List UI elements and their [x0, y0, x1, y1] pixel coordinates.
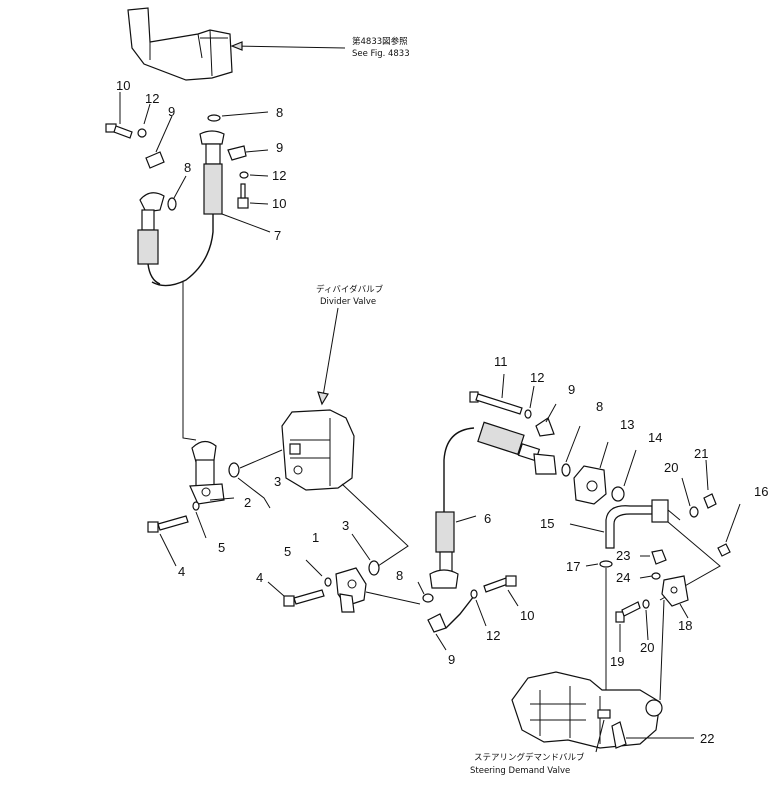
- callout-12: 12: [272, 168, 286, 183]
- callout-8: 8: [396, 568, 403, 583]
- o-ring: [611, 486, 625, 502]
- flange-elbow-1: [335, 567, 367, 613]
- bracket-18: [661, 575, 689, 607]
- flange-elbow-2: [189, 440, 225, 505]
- callout-22: 22: [700, 731, 714, 746]
- o-ring: [422, 593, 434, 603]
- o-ring: [561, 463, 571, 477]
- bracket-assembly: [127, 7, 233, 81]
- hose-upper-right: [477, 421, 557, 475]
- o-ring: [167, 197, 177, 211]
- callout-4: 4: [256, 570, 263, 585]
- callout-18: 18: [678, 618, 692, 633]
- washer: [470, 589, 478, 599]
- callout-9: 9: [168, 104, 175, 119]
- callout-12: 12: [145, 91, 159, 106]
- o-ring: [368, 560, 380, 576]
- hose-end-left: [137, 192, 165, 285]
- divider-valve: [281, 409, 355, 491]
- callout-20: 20: [664, 460, 678, 475]
- clamp-22: [611, 721, 627, 749]
- callout-20: 20: [640, 640, 654, 655]
- callout-4: 4: [178, 564, 185, 579]
- pipe-15: [605, 499, 681, 549]
- o-ring: [599, 560, 613, 568]
- bolt: [615, 601, 641, 623]
- callout-16: 16: [754, 484, 768, 499]
- washer: [239, 171, 249, 179]
- clamp-half: [227, 145, 247, 161]
- divider-jp: ディバイダバルブ: [316, 284, 384, 295]
- callout-12: 12: [486, 628, 500, 643]
- divider-en: Divider Valve: [320, 297, 376, 307]
- callout-9: 9: [276, 140, 283, 155]
- callout-15: 15: [540, 516, 554, 531]
- washer: [524, 409, 532, 419]
- callout-8: 8: [184, 160, 191, 175]
- fig-ref-en: See Fig. 4833: [352, 49, 410, 59]
- washer: [192, 501, 200, 511]
- clamp-half: [427, 613, 447, 633]
- callout-8: 8: [276, 105, 283, 120]
- callout-2: 2: [244, 495, 251, 510]
- callout-10: 10: [272, 196, 286, 211]
- callout-23: 23: [616, 548, 630, 563]
- plug: [717, 543, 731, 557]
- callout-14: 14: [648, 430, 662, 445]
- o-ring: [207, 114, 221, 122]
- washer: [324, 577, 332, 587]
- callout-9: 9: [568, 382, 575, 397]
- clamp-half: [535, 417, 555, 437]
- washer: [689, 506, 699, 518]
- callout-6: 6: [484, 511, 491, 526]
- bolt: [283, 589, 325, 607]
- clamp-half: [145, 151, 165, 169]
- hose-7: [151, 130, 225, 287]
- bolt: [147, 515, 189, 533]
- bolt: [237, 183, 249, 209]
- bolt: [105, 123, 133, 139]
- fig-ref-jp: 第4833図参照: [352, 36, 408, 47]
- callout-12: 12: [530, 370, 544, 385]
- callout-10: 10: [520, 608, 534, 623]
- callouts: 10 12 9 8 8 9 12 10 7 11 12 9 8 13 14 21…: [116, 78, 768, 746]
- callout-7: 7: [274, 228, 281, 243]
- nut: [651, 549, 667, 565]
- leader-arrow: [230, 41, 243, 51]
- callout-5: 5: [218, 540, 225, 555]
- callout-13: 13: [620, 417, 634, 432]
- bolt: [483, 575, 517, 593]
- washer: [651, 572, 661, 580]
- callout-24: 24: [616, 570, 630, 585]
- callout-21: 21: [694, 446, 708, 461]
- o-ring: [228, 462, 240, 478]
- callout-3: 3: [342, 518, 349, 533]
- callout-1: 1: [312, 530, 319, 545]
- washer: [642, 599, 650, 609]
- callout-5: 5: [284, 544, 291, 559]
- steering-en: Steering Demand Valve: [470, 766, 570, 776]
- callout-11: 11: [494, 354, 508, 369]
- callout-8: 8: [596, 399, 603, 414]
- callout-17: 17: [566, 559, 580, 574]
- hose-6: [429, 427, 475, 589]
- callout-10: 10: [116, 78, 130, 93]
- callout-19: 19: [610, 654, 624, 669]
- leader-fig-ref: [231, 45, 346, 49]
- callout-3: 3: [274, 474, 281, 489]
- steering-demand-valve: [511, 671, 663, 749]
- block-13: [573, 465, 607, 505]
- callout-9: 9: [448, 652, 455, 667]
- bolt: [469, 391, 523, 415]
- nut: [703, 493, 717, 509]
- washer: [137, 128, 147, 138]
- steering-jp: ステアリングデマンドバルブ: [474, 752, 585, 763]
